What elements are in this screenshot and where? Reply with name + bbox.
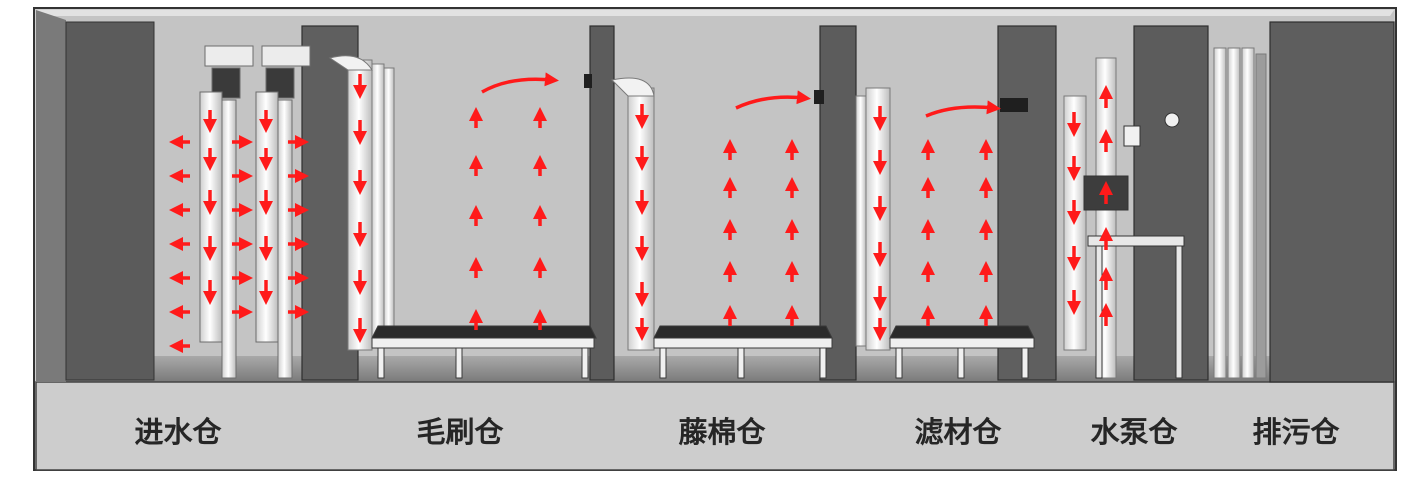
power-socket bbox=[1123, 125, 1141, 147]
left-end-wall bbox=[36, 10, 66, 382]
chamber-label-cotton: 藤棉仓 bbox=[678, 415, 766, 449]
flow-arrow bbox=[481, 72, 559, 94]
inlet-valve-1 bbox=[204, 45, 254, 67]
overflow-port-cotton bbox=[814, 90, 824, 104]
drain-pipe-4 bbox=[1255, 53, 1267, 379]
media-downpipe bbox=[865, 87, 891, 351]
cotton-pipe-elbow bbox=[610, 77, 655, 97]
brush-downpipe-b bbox=[371, 63, 385, 347]
inlet-pipe-4 bbox=[277, 99, 293, 379]
overflow-port-brush bbox=[584, 74, 592, 88]
drain-pipe-3 bbox=[1241, 47, 1255, 379]
media-rack-frame bbox=[889, 337, 1035, 349]
drain-pipe-1 bbox=[1213, 47, 1227, 379]
brush-pipe-elbow bbox=[328, 55, 373, 71]
brush-downpipe-c bbox=[383, 67, 395, 345]
chamber-label-media: 滤材仓 bbox=[914, 415, 1002, 449]
tank-top-rim bbox=[36, 10, 1394, 16]
cotton-rack-top bbox=[653, 325, 833, 339]
pump-shelf bbox=[1087, 235, 1185, 247]
partition-4 bbox=[997, 25, 1057, 381]
cotton-rack-leg-2 bbox=[737, 347, 745, 379]
inlet-pipe-2 bbox=[221, 99, 237, 379]
cotton-rack-leg-1 bbox=[659, 347, 667, 379]
front-label-band bbox=[35, 381, 1395, 471]
pump-shelf-leg-2 bbox=[1175, 245, 1183, 379]
chamber-label-brush: 毛刷仓 bbox=[416, 415, 504, 449]
brush-rack-leg-2 bbox=[455, 347, 463, 379]
overflow-ports bbox=[584, 74, 1028, 112]
chamber-label-pump: 水泵仓 bbox=[1090, 415, 1178, 449]
partition-5 bbox=[1133, 25, 1209, 381]
flow-arrow bbox=[925, 100, 1001, 118]
cotton-downpipe bbox=[627, 87, 655, 351]
inlet-valve-2 bbox=[261, 45, 311, 67]
filter-racks bbox=[371, 325, 1035, 379]
cotton-rack-frame bbox=[653, 337, 833, 349]
brush-downpipe bbox=[347, 59, 373, 351]
chamber-label-inlet: 进水仓 bbox=[134, 415, 222, 449]
flow-arrows bbox=[169, 72, 1113, 353]
cotton-rack-leg-3 bbox=[819, 347, 827, 379]
timer-device bbox=[1164, 112, 1180, 128]
media-downpipe-b bbox=[855, 95, 867, 347]
pump-downpipe bbox=[1063, 95, 1087, 351]
media-rack-top bbox=[889, 325, 1035, 339]
chamber-label-drain: 排污仓 bbox=[1252, 415, 1340, 449]
media-rack-leg-3 bbox=[1021, 347, 1029, 379]
right-end-wall bbox=[1269, 21, 1395, 383]
inlet-pipe-1 bbox=[199, 91, 223, 343]
partition-3 bbox=[819, 25, 857, 381]
inlet-side-panel bbox=[65, 21, 155, 381]
brush-rack-leg-3 bbox=[581, 347, 589, 379]
brush-rack-top bbox=[371, 325, 597, 339]
drain-pipe-2 bbox=[1227, 47, 1241, 379]
brush-rack-leg-1 bbox=[377, 347, 385, 379]
inlet-pipes bbox=[199, 45, 311, 379]
overflow-port-media bbox=[1000, 98, 1028, 112]
pump-shelf-leg-1 bbox=[1095, 245, 1103, 379]
partition-2 bbox=[589, 25, 615, 381]
inlet-pipe-3 bbox=[255, 91, 279, 343]
flow-arrow bbox=[735, 90, 811, 110]
media-rack-leg-1 bbox=[895, 347, 903, 379]
chamber-labels: 进水仓 毛刷仓 藤棉仓 滤材仓 水泵仓 排污仓 bbox=[134, 415, 1340, 449]
brush-rack-frame bbox=[371, 337, 595, 349]
media-rack-leg-2 bbox=[957, 347, 965, 379]
